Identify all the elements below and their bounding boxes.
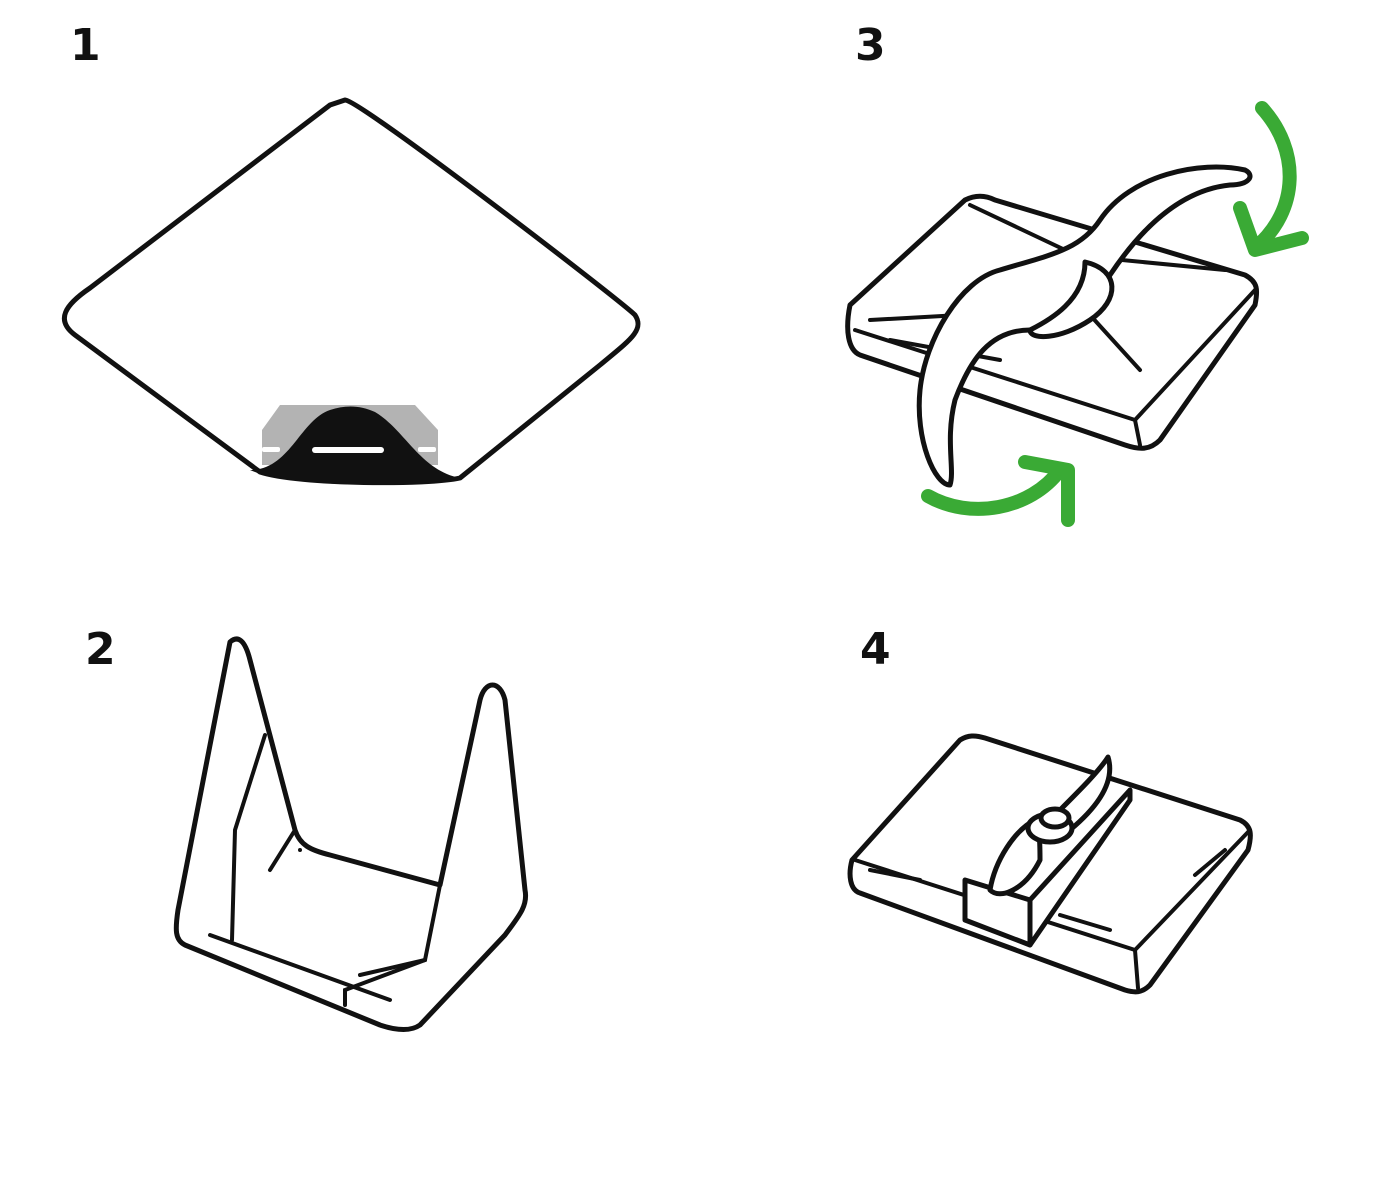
arrow-icon [921,463,1067,516]
step-number-1: 1 [70,20,101,71]
step-4-finished-package-illustration [847,733,1253,995]
arrow-icon [1248,101,1297,255]
step-number-3: 3 [855,20,886,71]
step-number-2: 2 [85,624,116,675]
step-number-4: 4 [860,624,891,675]
step-3-tie-illustration [845,101,1309,527]
step-1-cloth-illustration [61,97,641,486]
step-2-fold-illustration [173,636,529,1032]
